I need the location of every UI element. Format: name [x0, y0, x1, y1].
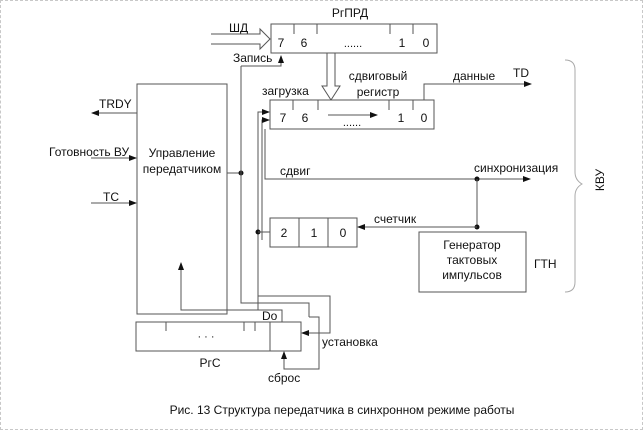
counter-label: счетчик	[374, 212, 417, 226]
sync-line	[264, 129, 531, 182]
tx-buffer-bit: 0	[423, 36, 430, 50]
shift-label: сдвиг	[280, 164, 311, 178]
data-label: данные	[453, 69, 496, 83]
counter-bit: 0	[340, 226, 347, 240]
figure-caption: Рис. 13 Структура передатчика в синхронн…	[170, 403, 515, 417]
generator-title: Генератор	[443, 238, 501, 252]
set-line	[257, 295, 331, 336]
shift-load-line	[261, 117, 270, 240]
shift-register: сдвиговый регистр 7 6 ...... 1 0	[269, 69, 435, 130]
set-label: установка	[322, 335, 378, 349]
tc-label: TC	[103, 190, 119, 204]
tx-buffer-bit: 6	[301, 36, 308, 50]
write-signal-line	[241, 55, 284, 67]
do-feedback-line	[178, 262, 283, 322]
write-label: Запись	[233, 51, 272, 65]
shift-register-ellipsis: ......	[343, 117, 361, 129]
trdy-label: TRDY	[99, 97, 132, 111]
generator-box	[418, 231, 527, 293]
shift-register-bit: 0	[421, 111, 428, 125]
tx-buffer-bit: 1	[399, 36, 406, 50]
shift-register-bit: 6	[302, 111, 309, 125]
counter-box	[269, 217, 358, 248]
tx-buffer-register: РгПРД 7 6 ...... 1 0	[270, 6, 438, 54]
control-box	[136, 83, 228, 315]
data-bus-arrow: ШД	[211, 21, 271, 51]
shift-register-bit: 7	[280, 111, 287, 125]
kvu-label: КВУ	[593, 169, 607, 192]
counter-bit: 2	[281, 226, 288, 240]
generator-title: импульсов	[442, 268, 502, 282]
status-register-box	[135, 321, 302, 352]
load-label: загрузка	[262, 84, 309, 98]
td-output-line	[423, 81, 532, 100]
shift-register-title: сдвиговый	[349, 69, 408, 83]
control-title: Управление	[149, 146, 216, 160]
sync-label: синхронизация	[474, 161, 558, 175]
clock-generator-block: Генератор тактовых импульсов ГТН	[418, 231, 557, 293]
td-label: TD	[513, 66, 529, 80]
status-register-ellipsis: · · ·	[197, 331, 214, 343]
tx-buffer-box	[270, 23, 438, 54]
reset-label: сброс	[268, 371, 300, 385]
generator-title: тактовых	[447, 253, 497, 267]
control-bus-line	[240, 66, 310, 317]
status-register-title: РгС	[199, 356, 220, 370]
tx-buffer-ellipsis: ......	[344, 38, 362, 50]
control-title: передатчиком	[143, 162, 221, 176]
status-register: · · · Do РгС	[135, 309, 302, 370]
shift-register-title: регистр	[357, 85, 400, 99]
transmitter-control-block: Управление передатчиком	[136, 83, 228, 315]
bit-counter: 2 1 0	[269, 217, 358, 248]
tx-buffer-title: РгПРД	[332, 6, 368, 20]
shift-register-bit: 1	[398, 111, 405, 125]
load-line	[257, 109, 270, 310]
reset-line	[281, 316, 320, 370]
kvu-brace	[564, 59, 584, 293]
counter-bit: 1	[311, 226, 318, 240]
parallel-transfer-arrow	[321, 53, 341, 101]
status-register-bit-label: Do	[262, 309, 278, 323]
device-ready-label: Готовность ВУ	[49, 145, 130, 159]
tx-buffer-bit: 7	[278, 36, 285, 50]
data-bus-label: ШД	[229, 21, 248, 35]
generator-side-label: ГТН	[534, 257, 557, 271]
